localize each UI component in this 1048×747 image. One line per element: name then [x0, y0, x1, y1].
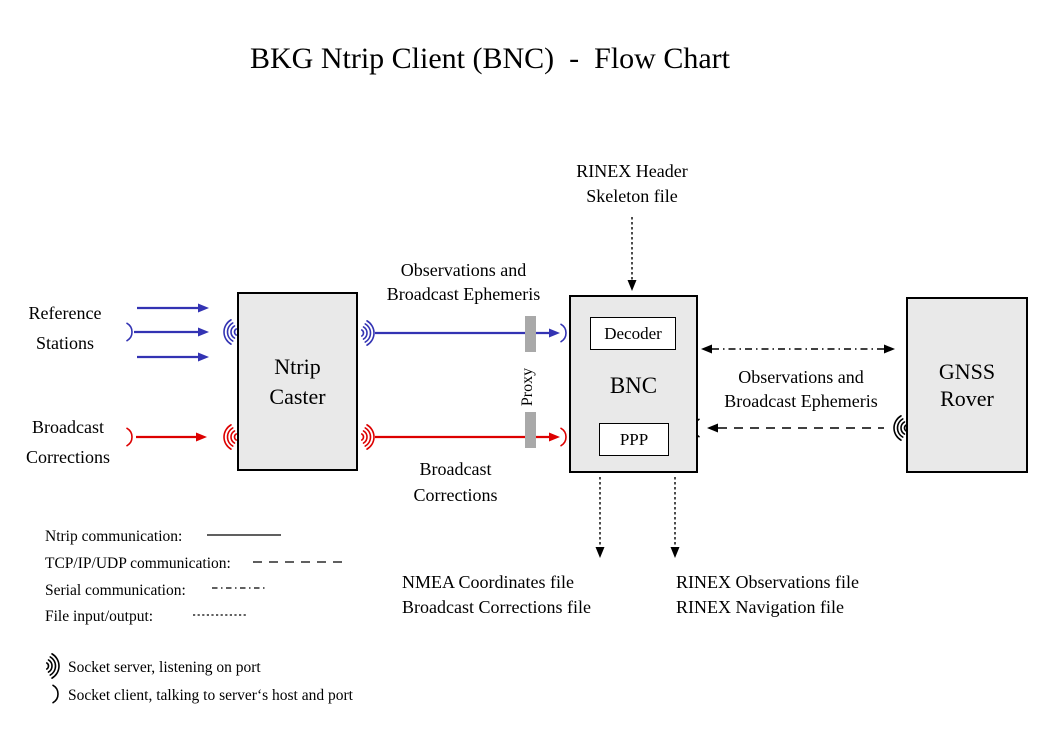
- node-ntrip-caster: Ntrip Caster: [237, 292, 358, 471]
- legend-socket-server-label: Socket server, listening on port: [68, 659, 261, 676]
- ntrip-arrow-station-2-head: [198, 327, 209, 337]
- proxy-bar-bottom: [525, 412, 536, 448]
- legend-tcp-label: TCP/IP/UDP communication:: [45, 555, 231, 572]
- socket-server-icon-caster-right-top: [360, 320, 375, 346]
- rinex-output-label: RINEX Observations file RINEX Navigation…: [676, 570, 946, 620]
- node-gnss-rover: GNSS Rover: [906, 297, 1028, 473]
- file-arrow-skeleton-head: [627, 280, 637, 291]
- ntrip-caster-line2: Caster: [269, 383, 326, 409]
- ntrip-arrow-obs-to-bnc-head: [549, 328, 560, 338]
- bc-input-line1: Broadcast: [32, 417, 104, 437]
- rinex-header-line1: RINEX Header: [576, 161, 688, 181]
- socket-server-icon-rover: [893, 415, 908, 441]
- obs-right-line1: Observations and: [738, 367, 864, 387]
- gnss-rover-line1: GNSS: [938, 359, 996, 384]
- broadcast-corrections-mid-label: Broadcast Corrections: [338, 456, 573, 508]
- socket-server-icon-caster-left-bottom: [223, 424, 238, 450]
- socket-server-icon-caster-left-top: [223, 319, 238, 345]
- node-ppp: PPP: [599, 423, 669, 456]
- legend-file-label: File input/output:: [45, 608, 154, 625]
- reference-stations-line2: Stations: [35, 333, 94, 353]
- socket-server-icon-caster-right-bottom: [360, 424, 375, 450]
- tcp-arrow-head: [707, 423, 718, 433]
- reference-stations-label: Reference Stations: [6, 298, 124, 358]
- serial-arrow-left-head: [701, 344, 712, 354]
- file-arrow-nmea-head: [595, 547, 605, 558]
- gnss-rover-line2: Rover: [940, 386, 994, 411]
- nmea-output-line1: NMEA Coordinates file: [402, 572, 574, 592]
- ntrip-arrow-station-1-head: [198, 303, 209, 313]
- observations-mid-label: Observations and Broadcast Ephemeris: [346, 258, 581, 306]
- nmea-output-line2: Broadcast Corrections file: [402, 597, 591, 617]
- bnc-label: BNC: [609, 373, 658, 398]
- proxy-bar-top: [525, 316, 536, 352]
- proxy-label: Proxy: [519, 367, 536, 407]
- socket-client-icon-stations: [126, 322, 133, 342]
- rinex-header-line2: Skeleton file: [586, 186, 678, 206]
- nmea-output-label: NMEA Coordinates file Broadcast Correcti…: [402, 570, 672, 620]
- serial-arrow-right-head: [884, 344, 895, 354]
- page-title: BKG Ntrip Client (BNC) - Flow Chart: [250, 42, 730, 75]
- socket-client-icon-bnc-top: [560, 323, 567, 343]
- rinex-header-skeleton-label: RINEX Header Skeleton file: [532, 159, 732, 209]
- bc-input-line2: Corrections: [26, 447, 110, 467]
- node-decoder: Decoder: [590, 317, 676, 350]
- ntrip-arrow-station-3-head: [198, 352, 209, 362]
- legend-serial-label: Serial communication:: [45, 582, 186, 599]
- ntrip-caster-label: Ntrip Caster: [269, 352, 325, 412]
- obs-mid-line1: Observations and: [400, 260, 527, 280]
- observations-right-label: Observations and Broadcast Ephemeris: [682, 365, 920, 413]
- bc-mid-line1: Broadcast: [419, 459, 492, 479]
- socket-client-legend-icon: [52, 684, 59, 704]
- socket-server-legend-icon: [45, 653, 60, 679]
- rinex-output-line2: RINEX Navigation file: [676, 597, 844, 617]
- broadcast-corrections-input-label: Broadcast Corrections: [0, 412, 136, 472]
- rinex-output-line1: RINEX Observations file: [676, 572, 859, 592]
- legend-ntrip-label: Ntrip communication:: [45, 528, 183, 545]
- corrections-arrow-input-head: [196, 432, 207, 442]
- legend-socket-client-label: Socket client, talking to server‘s host …: [68, 687, 353, 704]
- socket-client-icon-bnc-bottom: [560, 427, 567, 447]
- bc-mid-line2: Corrections: [413, 485, 498, 505]
- corrections-arrow-to-bnc-head: [549, 432, 560, 442]
- gnss-rover-label: GNSS Rover: [939, 358, 995, 412]
- file-arrow-rinex-head: [670, 547, 680, 558]
- reference-stations-line1: Reference: [28, 303, 102, 323]
- obs-mid-line2: Broadcast Ephemeris: [386, 284, 541, 304]
- ntrip-caster-line1: Ntrip: [274, 353, 321, 379]
- obs-right-line2: Broadcast Ephemeris: [724, 391, 878, 411]
